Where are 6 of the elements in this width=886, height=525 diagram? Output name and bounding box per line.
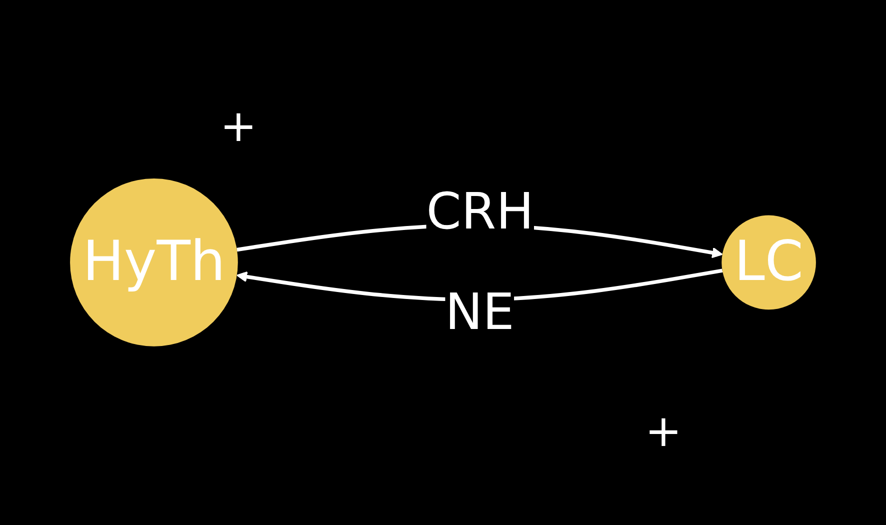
sign-label: + <box>220 105 257 149</box>
edge-label: NE <box>445 284 514 342</box>
sign-label: + <box>645 410 682 454</box>
node-circle: LC <box>722 215 816 310</box>
node-circle: HyTh <box>70 178 238 346</box>
edge-label: CRH <box>426 184 534 242</box>
